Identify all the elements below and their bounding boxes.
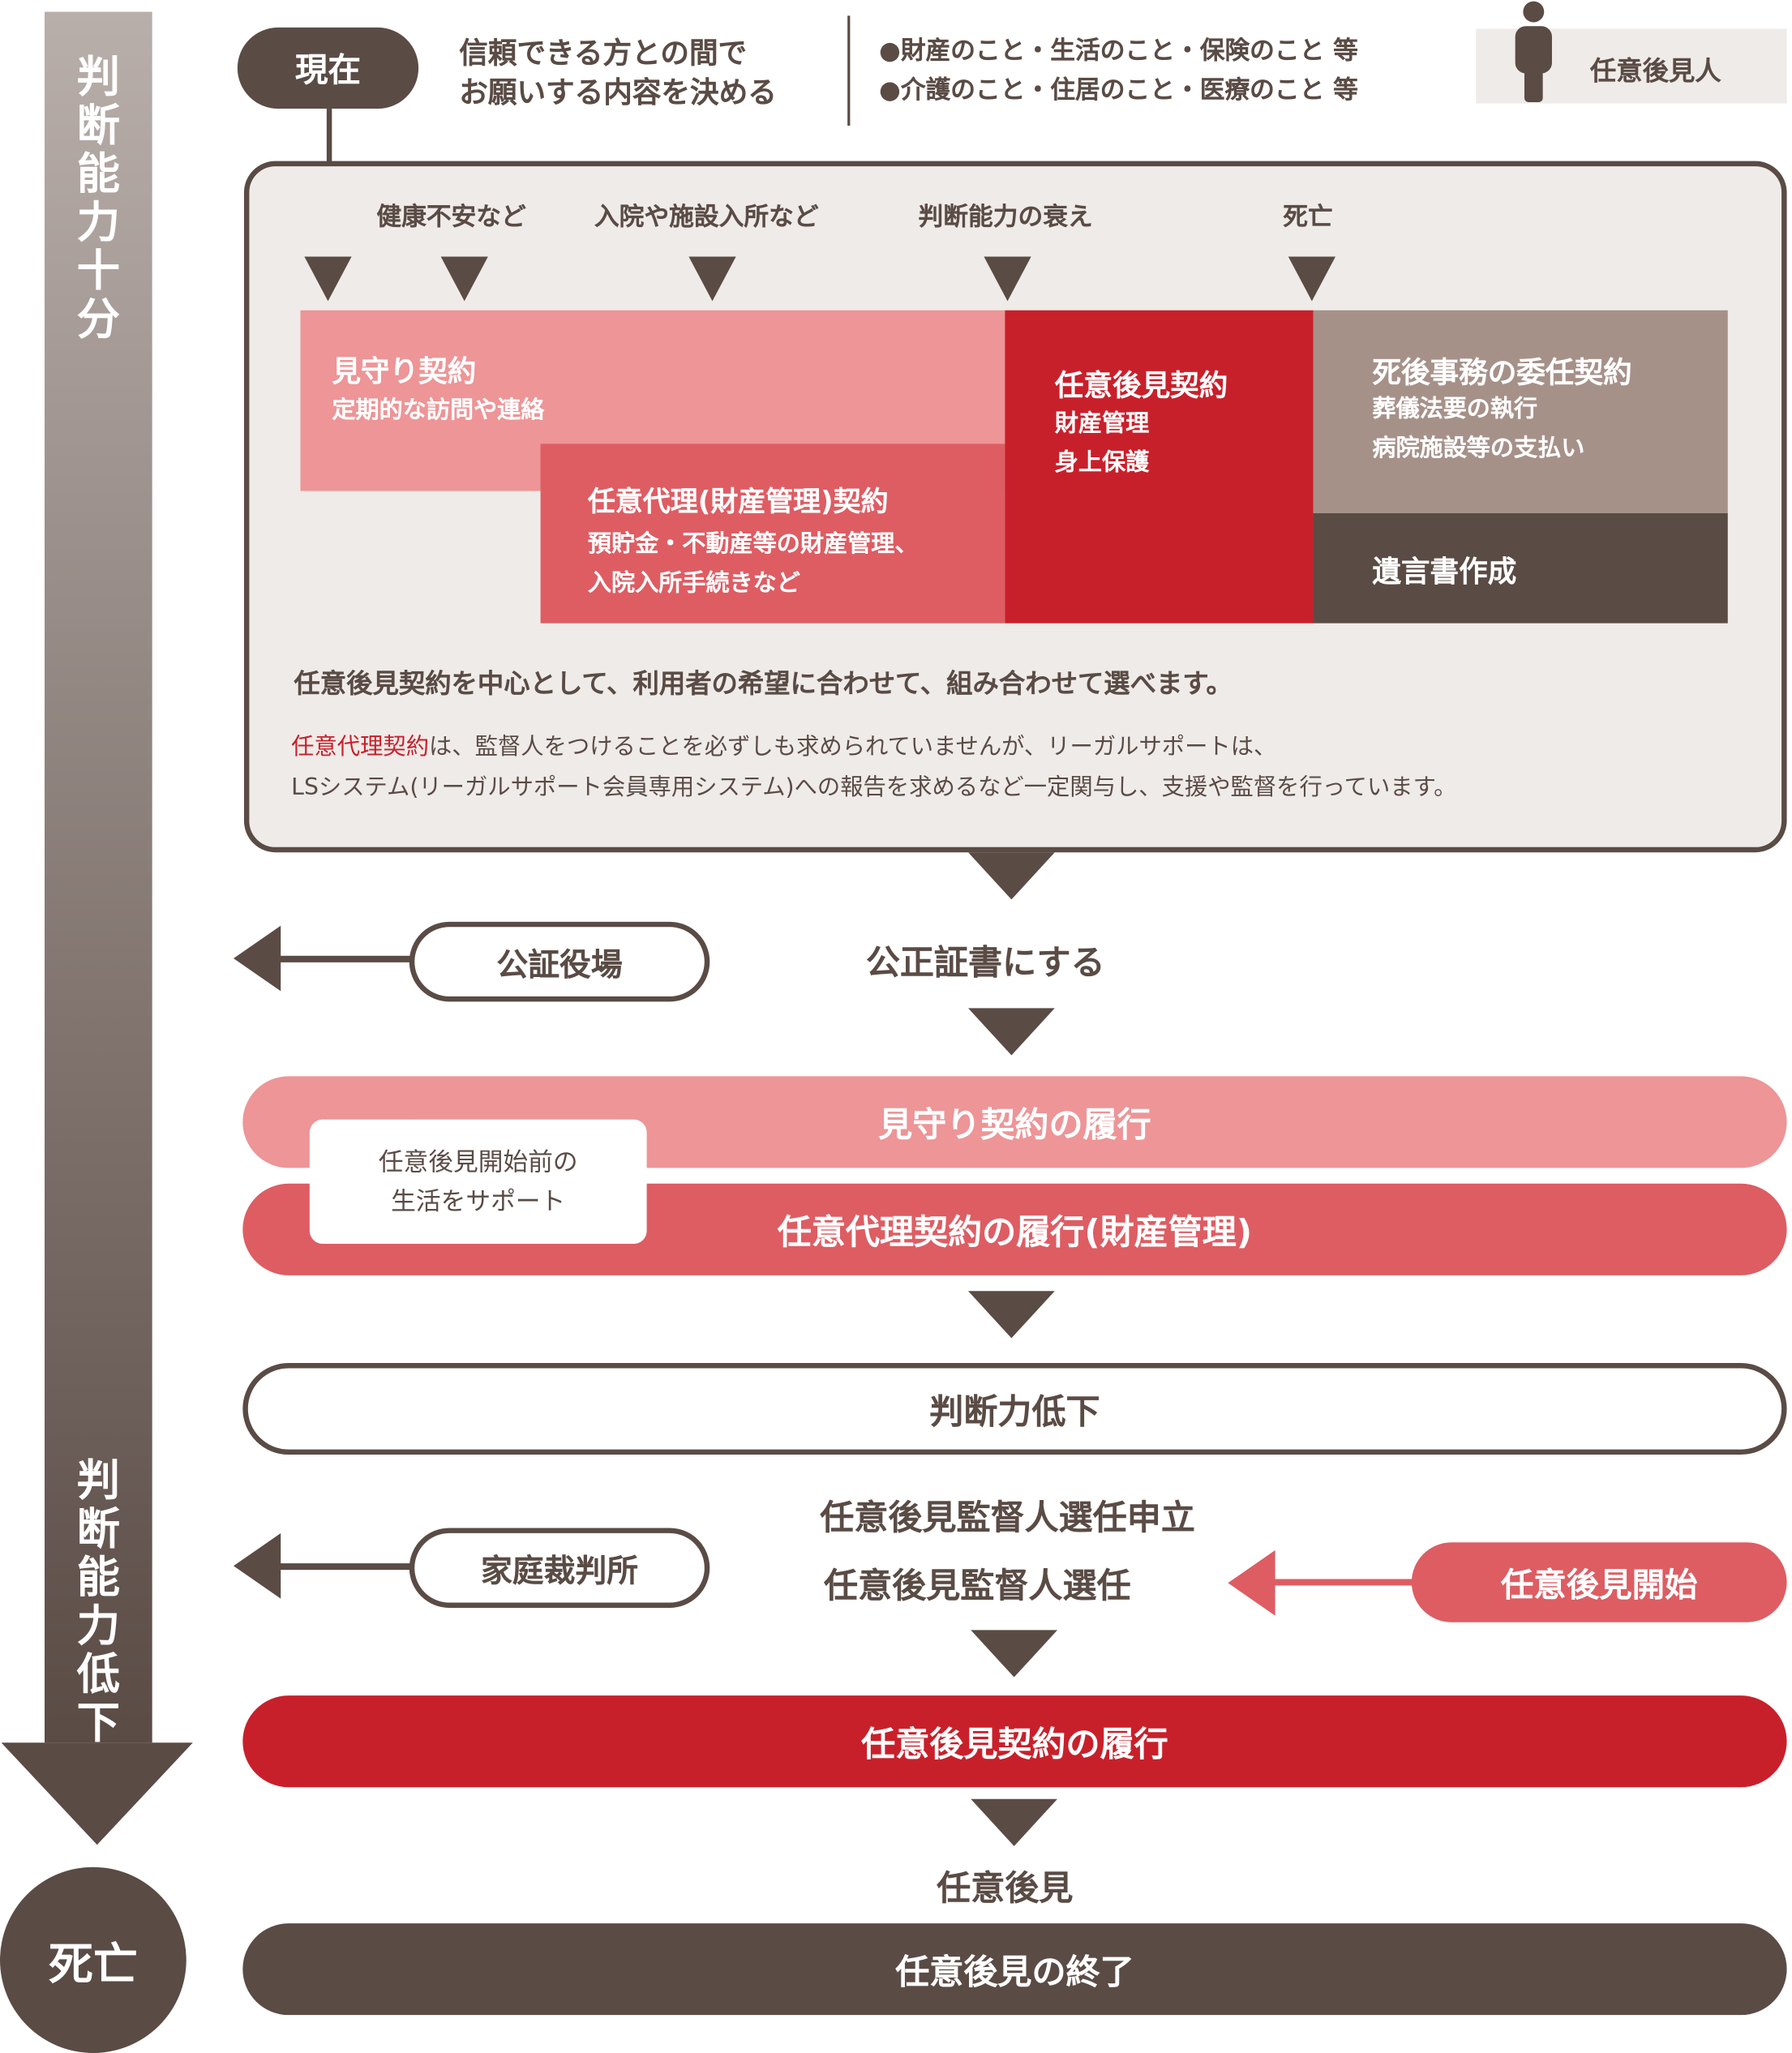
death-circle: 死亡	[0, 1867, 186, 2053]
arrow-shaft	[277, 955, 415, 962]
shigo-block: 死後事務の委任契約 葬儀法要の執行病院施設等の支払い	[1313, 310, 1728, 514]
kouken-block: 任意後見契約 財産管理身上保護	[1005, 310, 1314, 624]
event-label: 死亡	[1283, 203, 1333, 232]
down-arrow-icon	[971, 1630, 1058, 1678]
event-label: 健康不安など	[376, 203, 526, 232]
arrow-shaft-red	[1272, 1579, 1417, 1586]
panel-summary: 任意後見契約を中心として、利用者の希望に合わせて、組み合わせて選べます。	[294, 667, 1233, 700]
down-arrow-icon	[968, 1008, 1055, 1056]
dairi-sub: 預貯金・不動産等の財産管理、入院入所手続きなど	[588, 525, 919, 604]
down-arrow-icon	[440, 256, 488, 302]
header-divider	[847, 15, 851, 126]
mimamori-sub: 定期的な訪問や連絡	[332, 396, 545, 425]
shigo-title: 死後事務の委任契約	[1372, 357, 1632, 391]
dairi-sub1: 預貯金・不動産等の財産管理、	[587, 529, 919, 558]
event-label: 入院や施設入所など	[594, 203, 819, 232]
start-pill: 任意後見開始	[1411, 1542, 1787, 1622]
appointment-label: 任意後見監督人選任	[824, 1567, 1131, 1607]
kouken-title: 任意後見契約	[1054, 370, 1228, 404]
desc-line2: お願いする内容を決める	[459, 77, 777, 110]
ability-axis-bar	[45, 11, 152, 1743]
now-badge: 現在	[237, 27, 419, 109]
dairi-block: 任意代理(財産管理)契約 預貯金・不動産等の財産管理、入院入所手続きなど	[540, 444, 1005, 624]
petition-label: 任意後見監督人選任申立	[820, 1498, 1195, 1539]
kouken-sub2: 身上保護	[1054, 448, 1150, 477]
note-line2: LSシステム(リーガルサポート会員専用システム)への報告を求めるなど一定関与し、…	[291, 774, 1457, 802]
decline-bar: 判断力低下	[242, 1363, 1787, 1455]
yuigon-title: 遺言書作成	[1372, 556, 1517, 589]
person-icon	[1515, 1, 1552, 102]
header-item-2: ●介護のこと・住居のこと・医療のこと 等	[878, 75, 1358, 105]
down-arrow-icon	[968, 1291, 1055, 1339]
down-arrow-icon	[971, 1798, 1058, 1846]
left-arrow-red-icon	[1228, 1549, 1275, 1616]
arrow-shaft	[277, 1563, 415, 1571]
down-arrow-icon	[688, 256, 736, 302]
down-arrow-icon	[968, 852, 1055, 900]
dairi-title: 任意代理(財産管理)契約	[587, 486, 889, 517]
guardian-label: 任意後見人	[1589, 54, 1721, 87]
dairi-sub2: 入院入所手続きなど	[587, 569, 800, 598]
header-item-1: ●財産のこと・生活のこと・保険のこと 等	[878, 36, 1358, 66]
axis-top-label: 判断能力十分	[76, 50, 121, 345]
mimamori-title: 見守り契約	[332, 356, 477, 389]
family-court-pill: 家庭裁判所	[409, 1528, 710, 1608]
before-note-line2: 生活をサポート	[391, 1187, 566, 1217]
header-desc: 信頼できる方との間でお願いする内容を決める	[459, 36, 777, 114]
down-arrow-icon	[984, 256, 1031, 302]
shigo-sub: 葬儀法要の執行病院施設等の支払い	[1372, 390, 1584, 469]
down-arrow-icon	[1288, 256, 1336, 302]
left-arrow-icon	[233, 1532, 281, 1599]
kouken-exec-bar: 任意後見契約の履行	[242, 1695, 1787, 1788]
yuigon-block: 遺言書作成	[1313, 513, 1728, 624]
left-arrow-icon	[233, 925, 281, 992]
before-note-line1: 任意後見開始前の	[378, 1148, 578, 1177]
kouken-sub1: 財産管理	[1054, 409, 1150, 438]
down-arrow-icon	[304, 256, 352, 302]
notary-office-pill: 公証役場	[409, 921, 710, 1002]
ability-axis-arrowhead	[1, 1742, 193, 1845]
shigo-sub2: 病院施設等の支払い	[1372, 435, 1585, 463]
kouken-sub: 財産管理身上保護	[1055, 405, 1149, 483]
notarize-label: 公正証書にする	[865, 944, 1105, 984]
note-line1: は、監督人をつけることを必ずしも求められていませんが、リーガルサポートは、	[429, 734, 1277, 761]
note-highlight: 任意代理契約	[291, 734, 430, 761]
panel-note: 任意代理契約は、監督人をつけることを必ずしも求められていませんが、リーガルサポー…	[291, 728, 1456, 809]
header-items: ●財産のこと・生活のこと・保険のこと 等 ●介護のこと・住居のこと・医療のこと 等	[879, 32, 1358, 110]
end-bar: 任意後見の終了	[242, 1923, 1787, 2016]
shigo-sub1: 葬儀法要の執行	[1372, 395, 1538, 423]
desc-line1: 信頼できる方との間で	[459, 37, 748, 71]
axis-bottom-label: 判断能力低下	[76, 1455, 121, 1748]
guardian-label: 任意後見	[937, 1869, 1074, 1909]
event-label: 判断能力の衰え	[918, 203, 1093, 232]
before-note-box: 任意後見開始前の生活をサポート	[309, 1119, 647, 1245]
